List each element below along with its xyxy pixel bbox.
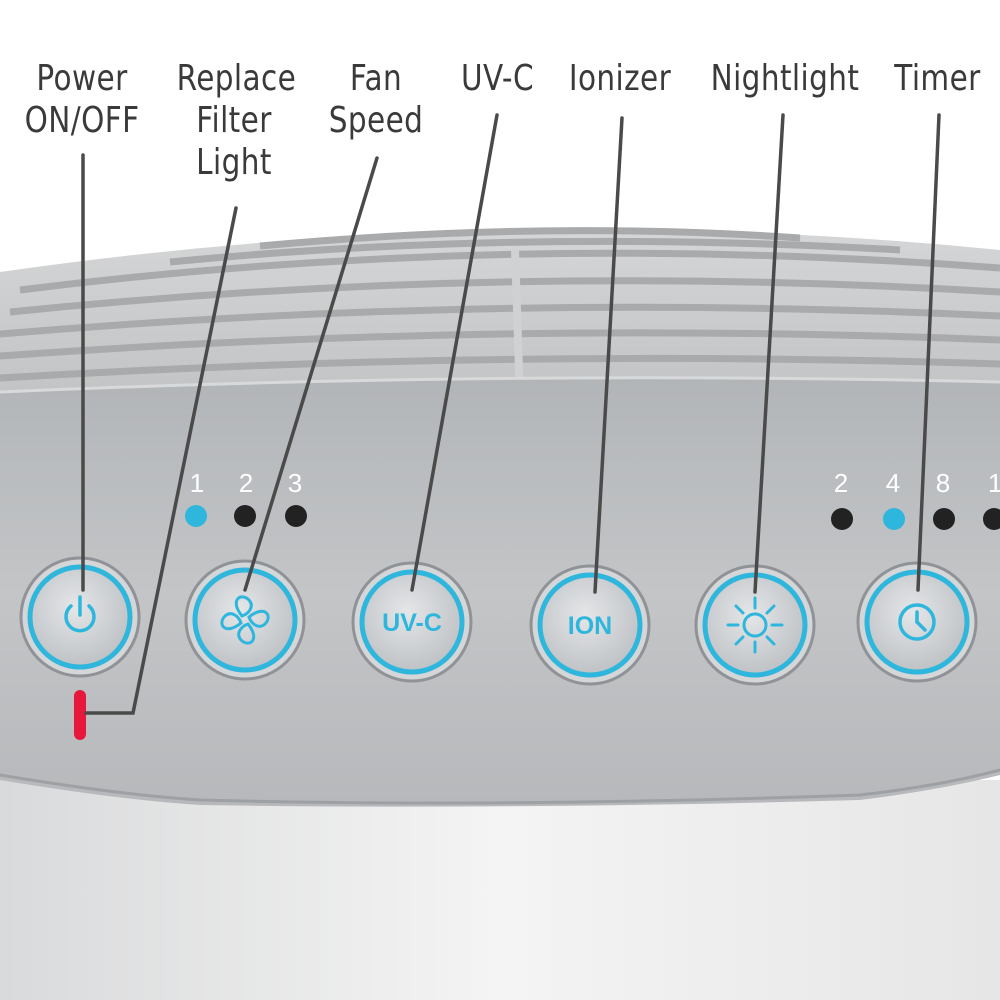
grille-divider bbox=[511, 249, 524, 401]
uvc-button[interactable]: UV-C bbox=[351, 561, 473, 683]
callout-timer: Timer bbox=[890, 58, 984, 100]
replace-filter-light bbox=[74, 690, 86, 740]
timer-button[interactable] bbox=[856, 561, 978, 683]
fan-speed-dot-2 bbox=[234, 505, 256, 527]
callout-power-line-2: ON/OFF bbox=[24, 100, 140, 141]
fan-speed-label-1: 1 bbox=[190, 468, 204, 498]
timer-label-2: 2 bbox=[834, 468, 848, 498]
timer-label-4: 4 bbox=[886, 468, 900, 498]
callout-fan-line-1: Fan bbox=[349, 58, 403, 99]
power-button[interactable] bbox=[19, 556, 141, 678]
timer-dot-4 bbox=[883, 508, 905, 530]
leader-line-ionizer bbox=[593, 116, 624, 594]
panel-top-edge bbox=[0, 376, 1000, 394]
fan-speed-dot-1 bbox=[185, 505, 207, 527]
leader-line-timer bbox=[916, 113, 941, 592]
leader-line-fan bbox=[243, 156, 379, 592]
sun-icon bbox=[726, 596, 784, 654]
purifier-lower-body bbox=[0, 780, 1000, 1000]
leader-lines bbox=[81, 113, 941, 715]
callout-power: Power ON/OFF bbox=[25, 58, 140, 142]
callout-uvc-line-1: UV-C bbox=[461, 58, 534, 99]
callout-fan-line-2: Speed bbox=[328, 100, 424, 141]
panel-bottom-edge bbox=[0, 768, 1000, 805]
uvc-button-label: UV-C bbox=[382, 609, 442, 637]
callout-ionizer-line-1: Ionizer bbox=[568, 58, 672, 99]
callout-filter-line-1: Replace bbox=[176, 58, 297, 99]
callout-filter-line-3: Light bbox=[196, 142, 272, 183]
callout-replace-filter: Replace Filter Light bbox=[176, 58, 297, 184]
callout-power-line-1: Power bbox=[36, 58, 128, 99]
callout-fan-speed: Fan Speed bbox=[327, 58, 425, 142]
timer-label-12: 12 bbox=[988, 468, 1000, 498]
timer-dot-2 bbox=[831, 508, 853, 530]
callout-filter-line-2: Filter bbox=[196, 100, 272, 141]
callout-timer-line-1: Timer bbox=[894, 58, 981, 99]
timer-indicators: 2 4 8 12 bbox=[831, 468, 1000, 530]
leader-line-uvc bbox=[410, 113, 499, 592]
leader-line-filter bbox=[84, 206, 238, 715]
ionizer-button[interactable]: ION bbox=[529, 564, 651, 686]
fan-speed-button[interactable] bbox=[184, 559, 306, 681]
control-panel bbox=[0, 377, 1000, 807]
fan-speed-indicators: 1 2 3 bbox=[185, 468, 307, 527]
timer-dot-12 bbox=[983, 508, 1000, 530]
fan-speed-dot-3 bbox=[285, 505, 307, 527]
callout-nightlight-line-1: Nightlight bbox=[710, 58, 860, 99]
ion-button-label: ION bbox=[568, 612, 612, 640]
power-icon bbox=[64, 595, 96, 633]
callout-ionizer: Ionizer bbox=[563, 58, 678, 100]
callout-nightlight: Nightlight bbox=[707, 58, 863, 100]
fan-icon bbox=[220, 595, 270, 645]
grille-slots bbox=[0, 227, 1000, 382]
fan-speed-label-3: 3 bbox=[288, 468, 302, 498]
nightlight-button[interactable] bbox=[694, 564, 816, 686]
timer-dot-8 bbox=[933, 508, 955, 530]
callout-uvc: UV-C bbox=[450, 58, 544, 100]
timer-label-8: 8 bbox=[936, 468, 950, 498]
clock-icon bbox=[898, 603, 936, 641]
fan-speed-label-2: 2 bbox=[239, 468, 253, 498]
leader-line-nightlight bbox=[753, 113, 785, 594]
